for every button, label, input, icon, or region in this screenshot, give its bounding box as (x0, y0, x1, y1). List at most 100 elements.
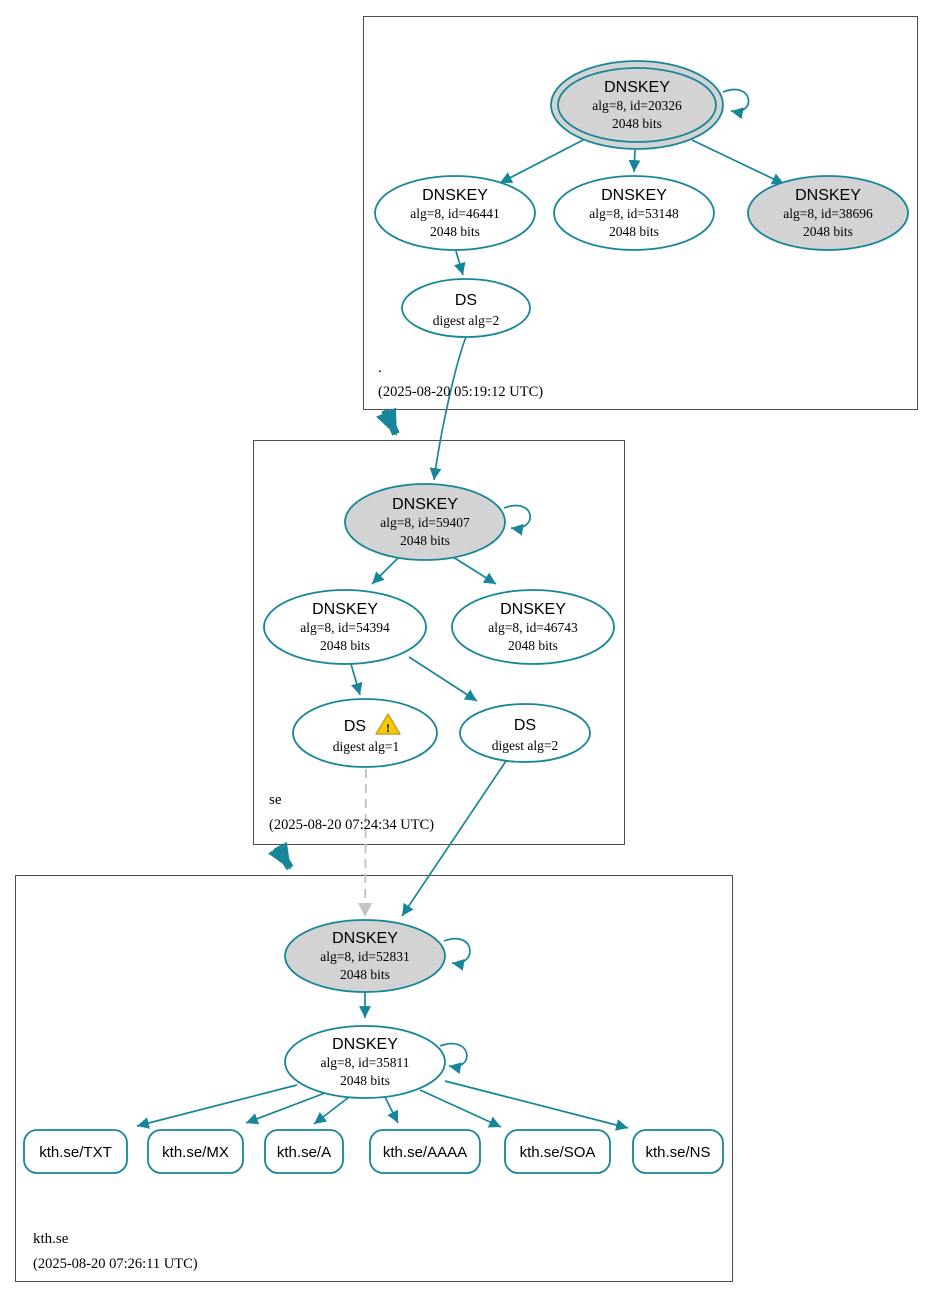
dnskey-node-54394[interactable]: DNSKEY alg=8, id=54394 2048 bits (263, 589, 427, 665)
dnskey-38696-detail: alg=8, id=38696 (783, 206, 873, 221)
dnskey-54394-bits: 2048 bits (320, 638, 370, 653)
edge-59407-to-46743 (452, 556, 497, 585)
dnskey-54394-ellipse (263, 589, 427, 665)
dnskey-46441-detail: alg=8, id=46441 (410, 206, 499, 221)
rrset-aaaa-rect (369, 1129, 481, 1174)
rrset-node-kth-se-txt[interactable]: kth.se/TXT (23, 1129, 128, 1174)
edge-54394-to-ds2 (408, 656, 478, 702)
zone-box-se (253, 440, 625, 845)
edge-59407-to-54394 (371, 555, 401, 585)
zone-timestamp-se: (2025-08-20 07:24:34 UTC) (269, 817, 434, 833)
dnskey-node-46441[interactable]: DNSKEY alg=8, id=46441 2048 bits (374, 175, 536, 251)
rrset-node-kth-se-soa[interactable]: kth.se/SOA (504, 1129, 611, 1174)
dnskey-53148-bits: 2048 bits (609, 224, 659, 239)
dnskey-53148-ellipse (553, 175, 715, 251)
edge-20326-to-38696 (691, 139, 785, 185)
edge-se-ds2-to-kth-ksk (401, 760, 507, 917)
ds-se-alg2-detail: digest alg=2 (492, 738, 558, 753)
warning-icon: ! (375, 713, 401, 735)
rrset-node-kth-se-mx[interactable]: kth.se/MX (147, 1129, 244, 1174)
ds-se-alg1-title: DS (344, 718, 366, 735)
edge-35811-to-aaaa (384, 1096, 399, 1124)
dnskey-node-38696[interactable]: DNSKEY alg=8, id=38696 2048 bits (747, 175, 909, 251)
rrset-ns-label: kth.se/NS (645, 1144, 710, 1161)
dnskey-53148-detail: alg=8, id=53148 (589, 206, 679, 221)
dnskey-38696-bits: 2048 bits (803, 224, 853, 239)
rrset-node-kth-se-a[interactable]: kth.se/A (264, 1129, 344, 1174)
dnskey-59407-bits: 2048 bits (400, 533, 450, 548)
edge-20326-to-53148 (628, 149, 641, 173)
dnskey-node-35811[interactable]: DNSKEY alg=8, id=35811 2048 bits (284, 1025, 446, 1099)
dnskey-38696-ellipse (747, 175, 909, 251)
rrset-a-label: kth.se/A (277, 1144, 331, 1161)
rrset-node-kth-se-aaaa[interactable]: kth.se/AAAA (369, 1129, 481, 1174)
ds-se-alg1-ellipse (292, 698, 438, 768)
dnskey-54394-detail: alg=8, id=54394 (300, 620, 390, 635)
rrset-soa-rect (504, 1129, 611, 1174)
dnskey-20326-title: DNSKEY (604, 79, 670, 96)
dnskey-46441-ellipse (374, 175, 536, 251)
dnskey-59407-detail: alg=8, id=59407 (380, 515, 470, 530)
dnskey-52831-bits: 2048 bits (340, 967, 390, 982)
dnskey-46743-bits: 2048 bits (508, 638, 558, 653)
edge-35811-to-txt (136, 1084, 298, 1129)
rrset-soa-label: kth.se/SOA (520, 1144, 596, 1161)
ds-node-root[interactable]: DS digest alg=2 (401, 278, 531, 338)
self-loop-dnskey-35811 (439, 1042, 468, 1075)
edge-35811-to-a (313, 1096, 350, 1125)
dnskey-46743-detail: alg=8, id=46743 (488, 620, 578, 635)
self-loop-dnskey-20326 (722, 88, 750, 120)
dnskey-35811-ellipse (284, 1025, 446, 1099)
dnskey-46743-title: DNSKEY (500, 601, 566, 618)
zone-label-kth-se: kth.se (33, 1231, 69, 1247)
zone-box-root (363, 16, 918, 410)
rrset-mx-rect (147, 1129, 244, 1174)
dnskey-35811-bits: 2048 bits (340, 1073, 390, 1088)
dnskey-52831-ellipse (284, 919, 446, 993)
dnskey-53148-title: DNSKEY (601, 187, 667, 204)
ds-root-detail: digest alg=2 (433, 313, 499, 328)
warning-exclamation: ! (386, 721, 390, 735)
self-loop-dnskey-59407 (503, 504, 531, 536)
edge-35811-to-soa (419, 1089, 502, 1128)
delegation-arrow-se-to-kth (268, 841, 294, 871)
zone-timestamp-kth-se: (2025-08-20 07:26:11 UTC) (33, 1256, 198, 1272)
ds-root-title: DS (455, 292, 477, 309)
rrset-aaaa-label: kth.se/AAAA (383, 1144, 467, 1161)
dnskey-node-46743[interactable]: DNSKEY alg=8, id=46743 2048 bits (451, 589, 615, 665)
self-loop-dnskey-52831 (443, 937, 471, 971)
dnskey-59407-ellipse (344, 483, 506, 561)
dnskey-52831-detail: alg=8, id=52831 (320, 949, 409, 964)
rrset-a-rect (264, 1129, 344, 1174)
edge-35811-to-mx (245, 1092, 326, 1125)
edge-54394-to-ds1 (350, 663, 363, 696)
dnskey-35811-detail: alg=8, id=35811 (321, 1055, 410, 1070)
dnskey-46441-title: DNSKEY (422, 187, 488, 204)
zone-box-kth-se (15, 875, 733, 1282)
ds-node-se-alg2[interactable]: DS digest alg=2 (459, 703, 591, 763)
rrset-txt-rect (23, 1129, 128, 1174)
zone-label-se: se (269, 792, 282, 808)
dnskey-38696-title: DNSKEY (795, 187, 861, 204)
zone-label-root: . (378, 360, 382, 376)
dnskey-node-52831[interactable]: DNSKEY alg=8, id=52831 2048 bits (284, 919, 446, 993)
dnskey-node-20326[interactable]: DNSKEY alg=8, id=20326 2048 bits (550, 60, 724, 150)
warning-triangle (375, 713, 401, 735)
ds-se-alg2-title: DS (514, 717, 536, 734)
dnskey-20326-detail: alg=8, id=20326 (592, 98, 682, 113)
edge-20326-to-46441 (499, 138, 586, 184)
rrset-ns-rect (632, 1129, 724, 1174)
dnskey-59407-title: DNSKEY (392, 496, 458, 513)
dnskey-20326-bits: 2048 bits (612, 116, 662, 131)
edge-46441-to-ds (453, 250, 466, 276)
dnskey-54394-title: DNSKEY (312, 601, 378, 618)
rrset-node-kth-se-ns[interactable]: kth.se/NS (632, 1129, 724, 1174)
dnskey-52831-title: DNSKEY (332, 930, 398, 947)
dnskey-35811-title: DNSKEY (332, 1036, 398, 1053)
dnskey-node-59407[interactable]: DNSKEY alg=8, id=59407 2048 bits (344, 483, 506, 561)
rrset-mx-label: kth.se/MX (162, 1144, 229, 1161)
ds-node-se-alg1[interactable]: DS ! digest alg=1 (292, 698, 438, 768)
dnskey-node-53148[interactable]: DNSKEY alg=8, id=53148 2048 bits (553, 175, 715, 251)
